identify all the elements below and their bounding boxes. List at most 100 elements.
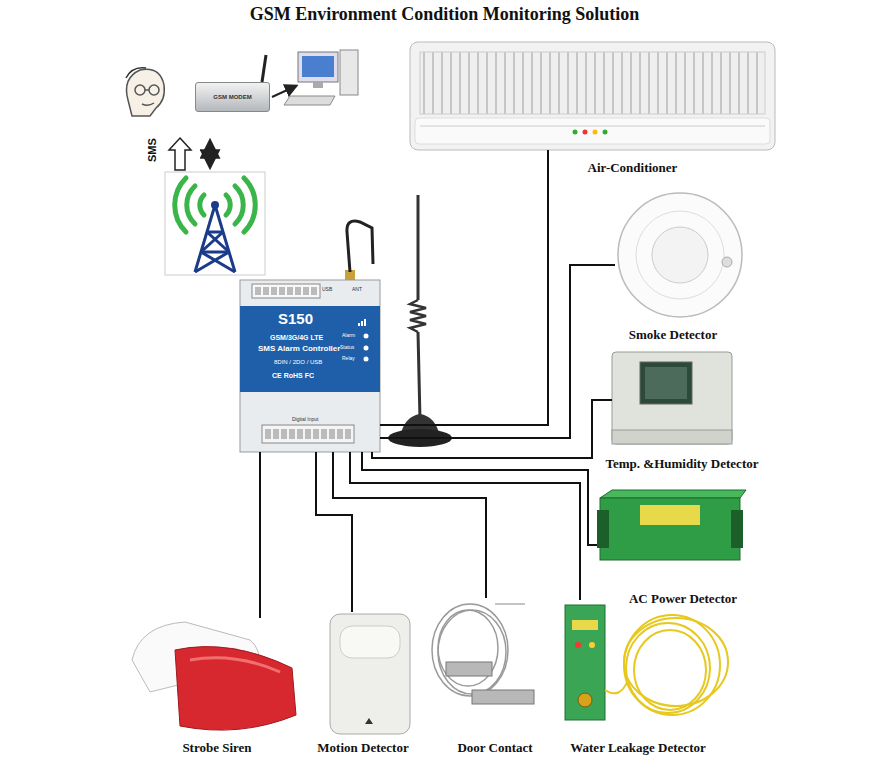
motion-detector-unit-part [365, 718, 373, 724]
water-leak-unit-part [572, 620, 598, 630]
computer-icon [284, 50, 358, 105]
magnetic-antenna-part [388, 429, 452, 447]
air-conditioner-unit-part [415, 118, 770, 144]
person-icon-part [145, 89, 149, 91]
cell-tower-part-part [235, 186, 243, 224]
modem-antenna [262, 55, 266, 82]
device-text: SMS Alarm Controller [258, 345, 340, 354]
water-leak-unit-part [578, 693, 592, 707]
wire-connector [372, 400, 612, 458]
controller-body-part-part [313, 429, 319, 439]
air-conditioner-unit-part [410, 42, 775, 150]
text-label: Alarm [342, 333, 355, 339]
water-leak-unit-part-part [634, 630, 706, 710]
computer-icon-part [302, 56, 334, 77]
water-leak-unit-part-part [605, 680, 628, 693]
controller-body-part [364, 334, 369, 339]
text-label: USB [322, 287, 332, 293]
cell-tower-part-part [201, 232, 223, 252]
wire-connector [350, 452, 580, 600]
wire-connector [316, 452, 352, 612]
air-conditioner-unit-part [420, 126, 765, 127]
controller-body-part-part [263, 287, 269, 295]
text-label: Status [340, 345, 354, 351]
controller-body-part [358, 319, 366, 326]
door-contact-unit [432, 604, 534, 704]
temp-humidity-unit-part [612, 430, 732, 444]
motion-detector-unit [330, 614, 410, 734]
water-leak-unit-part-part [626, 623, 710, 713]
smoke-detector-unit-part [618, 193, 742, 317]
wire-connector [380, 150, 548, 425]
door-contact-unit-part-part [438, 610, 506, 694]
modem-to-pc-arrow [272, 86, 296, 97]
ac-power-unit-part [600, 498, 740, 560]
ac-power-unit-part [640, 505, 700, 525]
controller-body-part [255, 287, 317, 295]
controller-body-part [262, 425, 354, 443]
controller-body-part-part [337, 429, 343, 439]
computer-icon-part [340, 50, 358, 95]
air-conditioner-unit-part [583, 130, 588, 135]
controller-body-part [265, 429, 351, 439]
device-label: Door Contact [457, 740, 532, 756]
node-text: GSM MODEM [213, 94, 251, 100]
temp-humidity-unit-part [612, 352, 732, 444]
device-label: Temp. &Humidity Detector [606, 456, 759, 472]
controller-body-part-part [345, 429, 351, 439]
cell-tower-part [165, 172, 265, 275]
text-label: Digital Input [292, 417, 318, 423]
water-leak-unit-part [589, 642, 595, 648]
door-contact-unit-part [495, 604, 525, 605]
cell-tower-part-part [200, 195, 204, 215]
controller-body-part-part [273, 429, 279, 439]
device-label: Water Leakage Detector [570, 740, 705, 756]
controller-body-part-part [271, 287, 277, 295]
controller-body-part-part [358, 323, 360, 326]
air-conditioner-unit-part [420, 52, 765, 114]
water-leak-unit-part [565, 605, 605, 720]
door-contact-unit-part-part [438, 610, 498, 686]
air-conditioner-unit [410, 42, 775, 150]
modem-antenna-part [262, 55, 266, 82]
cell-tower-part [211, 201, 219, 209]
temp-humidity-unit-part [640, 362, 692, 404]
temp-humidity-unit-part [645, 367, 687, 399]
ac-power-unit-part [597, 510, 609, 548]
air-conditioner-unit-part [593, 130, 598, 135]
sms-arrows [169, 138, 210, 170]
cell-tower-part [175, 178, 256, 232]
strobe-siren: Strobe Siren [130, 618, 298, 736]
modem-box: GSM MODEM [195, 82, 270, 112]
device-text: 8DIN / 2DO / USB [274, 359, 322, 366]
device-text: GSM/3G/4G LTE [270, 334, 323, 342]
cell-tower-part-part [175, 178, 186, 232]
air-conditioner-unit-part [603, 130, 608, 135]
motion-detector-unit-part [330, 614, 410, 734]
ac-power-unit [597, 490, 746, 560]
door-contact-unit-part-part [432, 604, 508, 696]
smoke-detector-unit-part [636, 211, 724, 299]
controller-body-part [252, 284, 320, 298]
water-leak-unit [565, 605, 728, 720]
sms-arrows-part [169, 138, 191, 170]
controller-body-part [240, 306, 380, 392]
magnetic-antenna-part [410, 300, 426, 332]
controller-body-part [364, 357, 369, 362]
text-label: Relay [342, 356, 355, 362]
person-icon-part [127, 69, 165, 116]
smoke-detector: Smoke Detector [615, 192, 745, 317]
temp-humidity-detector: Temp. &Humidity Detector [612, 352, 732, 444]
controller-body-part [364, 346, 369, 351]
strobe-siren-unit-part [175, 647, 296, 731]
device-label: Strobe Siren [182, 740, 251, 756]
cell-tower [165, 172, 265, 275]
controller-body-part-part [255, 287, 261, 295]
cell-tower-part-part [187, 186, 195, 224]
person-icon-part [149, 85, 159, 95]
controller-box: S150GSM/3G/4G LTESMS Alarm Controller8DI… [240, 280, 380, 452]
controller-body-part-part [329, 429, 335, 439]
device-label: Motion Detector [317, 740, 408, 756]
person-icon-part [135, 85, 145, 95]
